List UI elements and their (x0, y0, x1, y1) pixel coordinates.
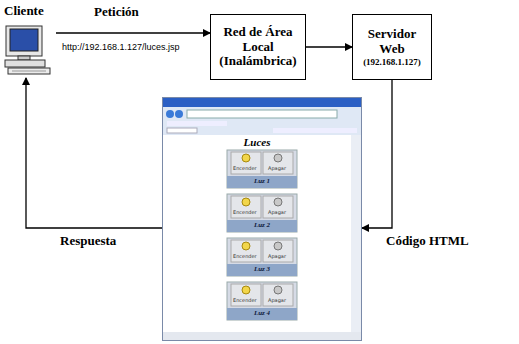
button-caption: Encender (233, 297, 257, 303)
network-box: Red de Área Local (Inalámbrica) (210, 14, 306, 80)
computer-icon (4, 25, 52, 75)
browser-chrome (163, 98, 361, 340)
light-name: Luz 4 (227, 309, 297, 317)
button-caption: Encender (233, 253, 257, 259)
light-name: Luz 2 (227, 221, 297, 229)
browser-window: LucesEncenderApagarLuz 1EncenderApagarLu… (162, 97, 362, 341)
flow-arrow (26, 78, 162, 228)
client-computer: Cliente (4, 3, 56, 75)
page-title: Luces (163, 136, 351, 148)
button-caption: Apagar (268, 253, 286, 259)
box-text: Red de Área Local (Inalámbrica) (217, 25, 299, 70)
edge-label: Petición (92, 4, 141, 20)
box-text: Servidor Web (359, 27, 425, 57)
request-url: http://192.168.1.127/luces.jsp (60, 42, 182, 52)
flow-arrow (56, 32, 210, 33)
button-caption: Encender (233, 209, 257, 215)
flow-arrow (362, 80, 392, 228)
box-subtext: (192.168.1.127) (363, 57, 421, 67)
light-name: Luz 3 (227, 265, 297, 273)
button-caption: Apagar (268, 297, 286, 303)
flow-arrow (306, 46, 352, 47)
edge-label: Código HTML (384, 233, 471, 249)
server-box: Servidor Web(192.168.1.127) (352, 14, 432, 80)
node-heading: Cliente (4, 3, 56, 19)
edge-label: Respuesta (58, 233, 118, 249)
light-name: Luz 1 (227, 177, 297, 185)
button-caption: Apagar (268, 165, 286, 171)
button-caption: Encender (233, 165, 257, 171)
button-caption: Apagar (268, 209, 286, 215)
